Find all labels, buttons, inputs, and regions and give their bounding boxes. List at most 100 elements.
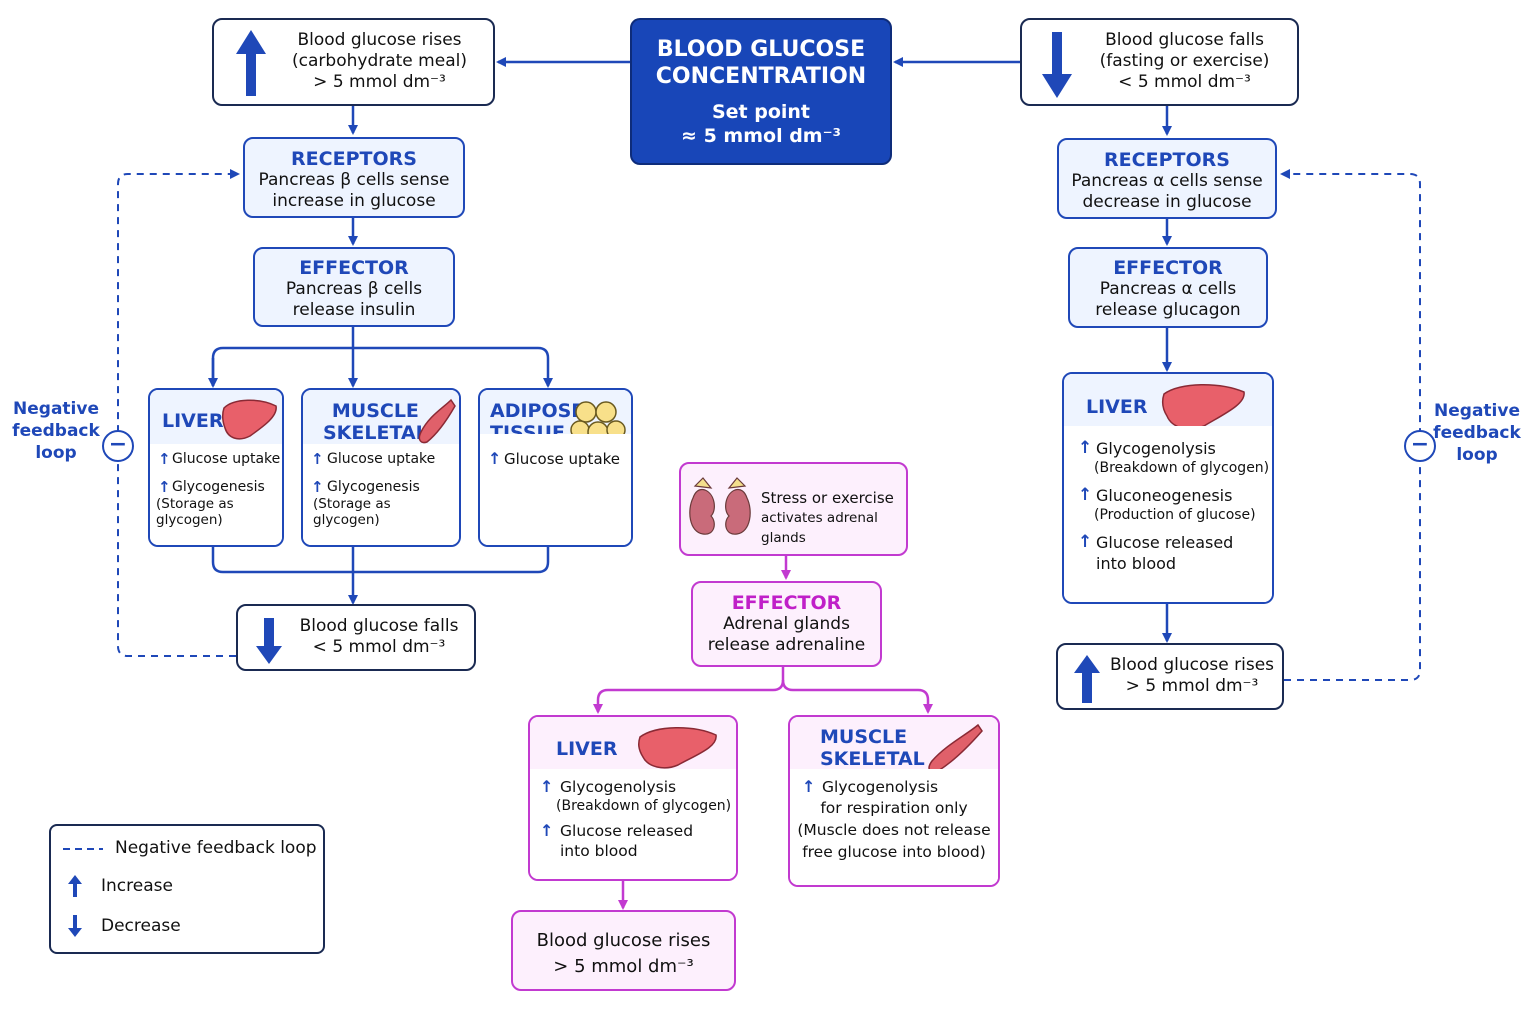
adrenal-effector-line1: Adrenal glands	[723, 614, 850, 634]
stress-line1: Stress or exercise	[761, 489, 894, 507]
adrenaline-muscle-note1: (Muscle does not release	[797, 821, 991, 839]
adrenaline-muscle-title2: SKELETAL	[820, 748, 925, 770]
liver-icon	[221, 399, 277, 440]
left-trigger-line3: > 5 mmol dm⁻³	[313, 72, 446, 92]
adrenaline-muscle-item1b: for respiration only	[820, 799, 968, 817]
adrenaline-liver-item1: Glycogenolysis	[560, 778, 677, 796]
stress-line2: activates adrenal glands	[761, 510, 878, 546]
muscle-icon	[418, 398, 456, 444]
left-result-line2: < 5 mmol dm⁻³	[312, 637, 446, 657]
legend: Negative feedback loop Increase Decrease	[49, 824, 325, 954]
adrenaline-muscle-note2: free glucose into blood)	[802, 843, 986, 861]
left-muscle-note: (Storage as glycogen)	[313, 496, 391, 528]
hero-title-line1: BLOOD GLUCOSE	[656, 37, 866, 62]
legend-increase-label: Increase	[101, 876, 173, 896]
adrenaline-result-line1: Blood glucose rises	[536, 930, 711, 951]
up-arrow-icon	[236, 30, 266, 96]
adrenaline-muscle-title1: MUSCLE	[820, 726, 908, 748]
right-effector-line2: release glucagon	[1095, 300, 1241, 320]
left-muscle-item2: Glycogenesis	[327, 479, 420, 495]
left-effector-box: EFFECTOR Pancreas β cells release insuli…	[253, 247, 455, 327]
legend-dashed-label: Negative feedback loop	[115, 838, 317, 858]
left-receptors-line2: increase in glucose	[272, 191, 436, 211]
stress-box: Stress or exercise activates adrenal gla…	[679, 462, 908, 556]
right-effector-line1: Pancreas α cells	[1099, 279, 1237, 299]
down-arrow-icon	[68, 915, 82, 937]
left-liver-item2: Glycogenesis	[172, 479, 265, 495]
adrenaline-liver-item1-note: (Breakdown of glycogen)	[556, 798, 732, 814]
left-receptors-box: RECEPTORS Pancreas β cells sense increas…	[243, 137, 465, 218]
adrenaline-muscle-item1: Glycogenolysis	[822, 778, 939, 796]
right-negative-sign: −	[1404, 430, 1436, 462]
left-effector-line1: Pancreas β cells	[285, 279, 423, 299]
right-receptors-box: RECEPTORS Pancreas α cells sense decreas…	[1057, 138, 1277, 219]
left-trigger-line1: Blood glucose rises	[297, 30, 462, 50]
left-effector-title: EFFECTOR	[299, 257, 409, 279]
adipose-item1: Glucose uptake	[504, 450, 621, 468]
left-muscle-title1: MUSCLE	[331, 400, 419, 422]
right-liver-item3b: into blood	[1096, 554, 1177, 573]
legend-decrease-label: Decrease	[101, 916, 181, 936]
liver-icon	[1162, 384, 1245, 430]
adrenaline-liver-box: LIVER ↑Glycogenolysis (Breakdown of glyc…	[528, 715, 738, 881]
left-effector-line2: release insulin	[292, 300, 416, 320]
right-receptors-title: RECEPTORS	[1104, 149, 1230, 171]
left-muscle-item1: Glucose uptake	[327, 451, 436, 467]
adrenaline-liver-item2b: into blood	[560, 842, 638, 860]
right-receptors-line1: Pancreas α cells sense	[1071, 171, 1263, 191]
dashed-line-icon	[63, 848, 103, 850]
right-trigger-box: Blood glucose falls (fasting or exercise…	[1020, 18, 1299, 106]
right-trigger-line3: < 5 mmol dm⁻³	[1118, 72, 1251, 92]
kidney-adrenal-icon	[689, 477, 751, 535]
right-liver-item2-note: (Production of glucose)	[1094, 507, 1256, 523]
right-effector-title: EFFECTOR	[1113, 257, 1223, 279]
left-muscle-title2: SKELETAL	[323, 422, 428, 444]
left-liver-item1: Glucose uptake	[172, 451, 281, 467]
setpoint-label: Set point	[711, 101, 811, 123]
right-receptors-line2: decrease in glucose	[1082, 192, 1252, 212]
left-trigger-line2: (carbohydrate meal)	[292, 51, 467, 71]
right-liver-title: LIVER	[1086, 396, 1148, 418]
adrenal-effector-title: EFFECTOR	[731, 592, 842, 614]
left-receptors-line1: Pancreas β cells sense	[258, 170, 450, 190]
right-liver-item3a: Glucose released	[1096, 533, 1234, 552]
liver-icon	[638, 727, 717, 769]
setpoint-value: ≈ 5 mmol dm⁻³	[681, 125, 841, 147]
left-receptors-title: RECEPTORS	[291, 148, 417, 170]
right-liver-item2: Gluconeogenesis	[1096, 486, 1233, 505]
left-result-box: Blood glucose falls < 5 mmol dm⁻³	[236, 604, 476, 671]
up-arrow-icon	[68, 875, 82, 897]
right-result-box: Blood glucose rises > 5 mmol dm⁻³	[1056, 643, 1284, 710]
right-result-line1: Blood glucose rises	[1109, 655, 1275, 675]
adrenaline-liver-item2a: Glucose released	[560, 822, 694, 840]
hero-title-line2: CONCENTRATION	[655, 64, 867, 89]
right-result-line2: > 5 mmol dm⁻³	[1125, 676, 1259, 696]
adrenaline-liver-title: LIVER	[556, 738, 618, 760]
adrenal-effector-box: EFFECTOR Adrenal glands release adrenali…	[691, 581, 882, 667]
down-arrow-icon	[256, 618, 282, 664]
right-liver-item1: Glycogenolysis	[1096, 439, 1216, 458]
adrenaline-result-line2: > 5 mmol dm⁻³	[553, 956, 694, 977]
right-liver-box: LIVER ↑Glycogenolysis (Breakdown of glyc…	[1062, 372, 1274, 604]
adrenal-effector-line2: release adrenaline	[707, 635, 866, 655]
adipose-title1: ADIPOSE	[490, 400, 585, 422]
right-trigger-line2: (fasting or exercise)	[1099, 51, 1270, 71]
left-liver-title: LIVER	[162, 410, 224, 432]
left-negative-sign: −	[102, 430, 134, 462]
adrenaline-result-box: Blood glucose rises > 5 mmol dm⁻³	[511, 910, 736, 991]
left-liver-note: (Storage as glycogen)	[156, 496, 234, 528]
left-result-line1: Blood glucose falls	[299, 616, 459, 636]
left-liver-box: LIVER ↑Glucose uptake ↑Glycogenesis (Sto…	[148, 388, 284, 547]
right-trigger-line1: Blood glucose falls	[1105, 30, 1264, 50]
right-effector-box: EFFECTOR Pancreas α cells release glucag…	[1068, 247, 1268, 328]
down-arrow-icon	[1042, 32, 1072, 98]
left-trigger-box: Blood glucose rises (carbohydrate meal) …	[212, 18, 495, 106]
up-arrow-icon	[1074, 655, 1100, 703]
